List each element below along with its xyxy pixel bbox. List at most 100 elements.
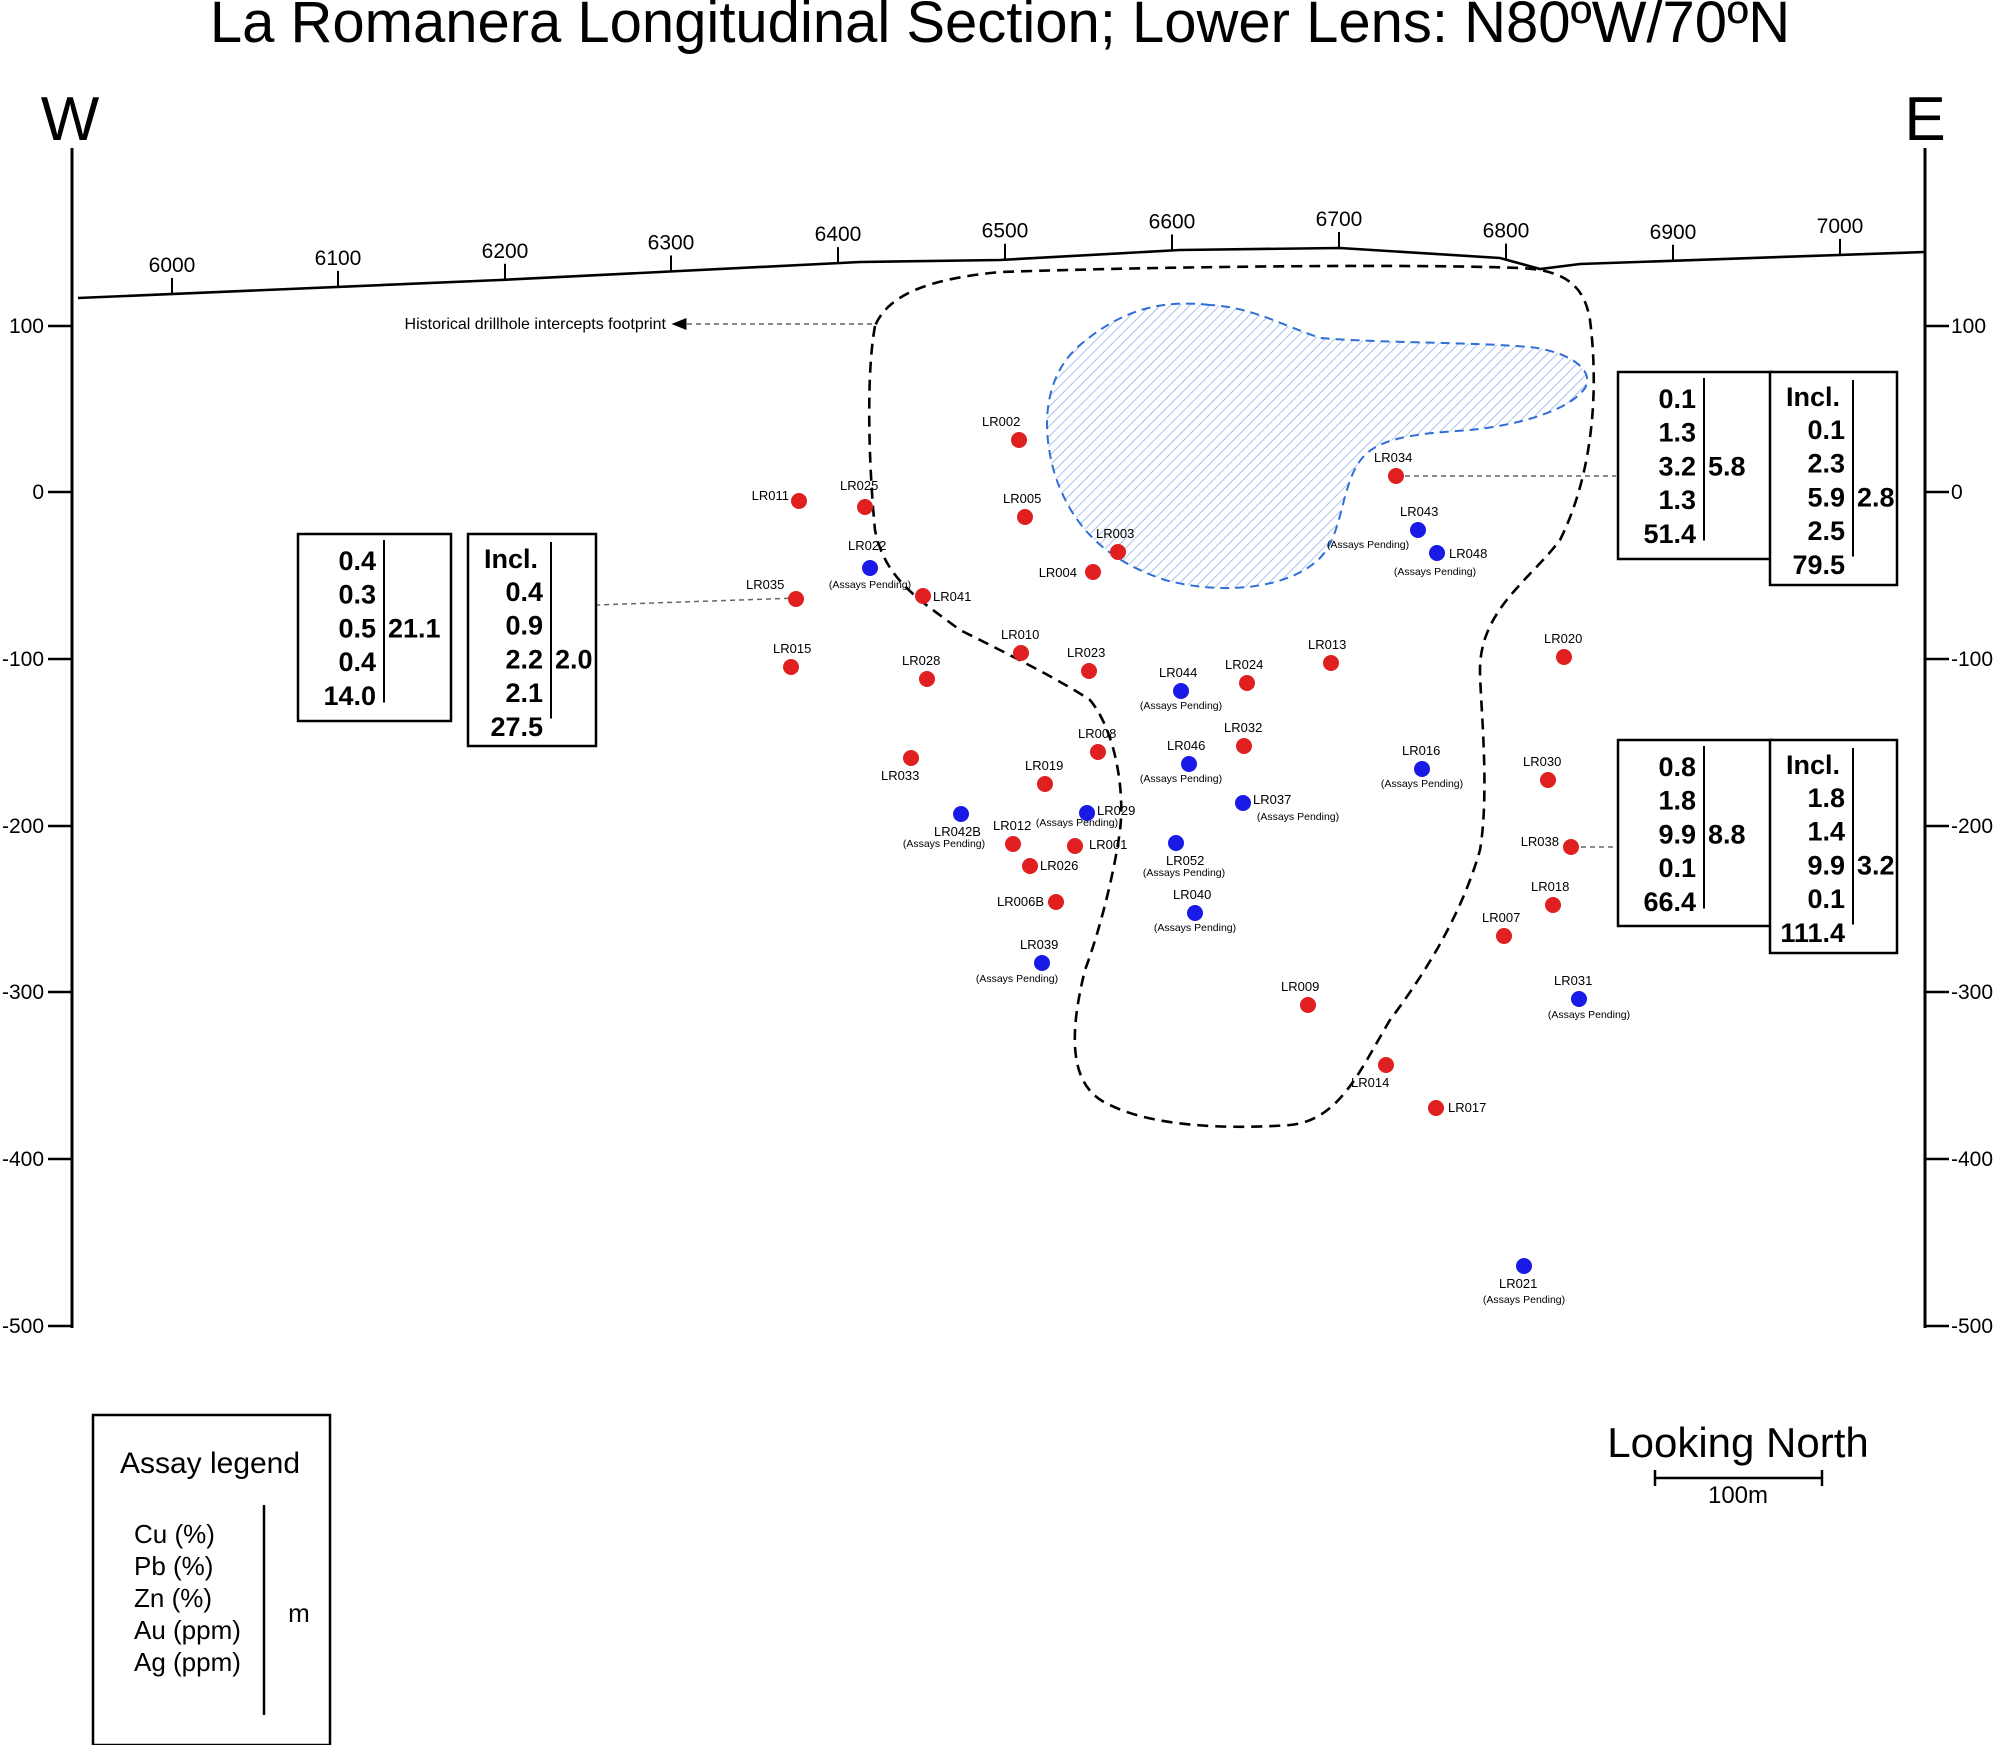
drillhole-label: LR041	[933, 589, 971, 604]
drillhole-lr029: LR029(Assays Pending)	[1036, 803, 1135, 829]
drillhole-label: LR009	[1281, 979, 1319, 994]
drillhole-label: LR005	[1003, 491, 1041, 506]
assay-value: 0.1	[1807, 415, 1845, 445]
assay-value: 111.4	[1780, 918, 1845, 948]
assay-leader-lines	[595, 475, 1616, 848]
assay-value: 66.4	[1643, 887, 1696, 917]
drillhole-lr006b: LR006B	[997, 894, 1064, 910]
assay-value: 14.0	[323, 681, 376, 711]
drillhole-lr004: LR004	[1039, 564, 1101, 580]
west-elevation-tick-label: -400	[2, 1148, 44, 1171]
legend-item-au: Au (ppm)	[134, 1615, 241, 1645]
assays-pending-note: (Assays Pending)	[1483, 1294, 1565, 1306]
assay-box-lr034: 0.11.33.21.351.45.8	[1616, 370, 1774, 561]
hatched-zone	[1046, 302, 1588, 590]
assay-value: 5.9	[1807, 482, 1845, 512]
drillhole-marker	[1011, 432, 1027, 448]
drillhole-label: LR010	[1001, 627, 1039, 642]
assay-value: 1.4	[1807, 817, 1845, 847]
assay-value: 9.9	[1658, 819, 1696, 849]
drillhole-lr023: LR023	[1067, 645, 1105, 679]
historical-footprint-outline	[867, 264, 1596, 1129]
assays-pending-note: (Assays Pending)	[1327, 539, 1409, 551]
easting-tick-label: 6400	[815, 223, 862, 246]
assay-value: 0.1	[1658, 853, 1696, 883]
assay-value: 1.3	[1658, 485, 1696, 515]
assay-value: 3.2	[1658, 451, 1696, 481]
scale-bar: Looking North 100m	[1607, 1419, 1869, 1509]
easting-tick-label: 7000	[1817, 215, 1864, 238]
assays-pending-note: (Assays Pending)	[1154, 922, 1236, 934]
drillhole-label: LR008	[1078, 726, 1116, 741]
drillhole-marker	[1013, 645, 1029, 661]
drillhole-marker	[1378, 1057, 1394, 1073]
drillhole-label: LR031	[1554, 973, 1592, 988]
legend-item-pb: Pb (%)	[134, 1551, 213, 1581]
drillhole-label: LR023	[1067, 645, 1105, 660]
intercept-length: 2.0	[555, 644, 593, 674]
drillhole-marker	[1110, 544, 1126, 560]
drillhole-label: LR038	[1521, 834, 1559, 849]
east-elevation-tick-label: -400	[1951, 1148, 1993, 1171]
west-elevation-tick-label: -300	[2, 981, 44, 1004]
drillhole-lr028: LR028	[902, 653, 940, 687]
assays-pending-note: (Assays Pending)	[976, 973, 1058, 985]
drillhole-label: LR003	[1096, 526, 1134, 541]
drillhole-lr009: LR009	[1281, 979, 1319, 1013]
drillhole-lr032: LR032	[1224, 720, 1262, 754]
drillhole-lr012: LR012	[993, 818, 1031, 852]
assay-box-lr034-incl: Incl.0.12.35.92.579.52.8	[1768, 370, 1899, 587]
drillhole-marker	[857, 499, 873, 515]
drillhole-marker	[1067, 838, 1083, 854]
drillhole-label: LR034	[1374, 450, 1412, 465]
easting-tick-label: 6000	[149, 254, 196, 277]
assay-value: 1.8	[1658, 786, 1696, 816]
easting-tick-label: 6600	[1149, 210, 1196, 233]
assay-value: 0.4	[338, 546, 376, 576]
drillhole-lr007: LR007	[1482, 910, 1520, 944]
east-elevation-tick-label: -300	[1951, 981, 1993, 1004]
drillhole-marker	[1516, 1258, 1532, 1274]
drillhole-label: LR024	[1225, 657, 1263, 672]
drillhole-lr017: LR017	[1428, 1100, 1486, 1116]
drillhole-marker	[1429, 545, 1445, 561]
assay-value: 2.5	[1807, 516, 1845, 546]
west-label: W	[41, 85, 100, 154]
drillhole-lr033: LR033	[881, 750, 919, 783]
drillhole-marker	[1540, 772, 1556, 788]
assay-value: 9.9	[1807, 850, 1845, 880]
drillhole-label: LR032	[1224, 720, 1262, 735]
drillhole-lr019: LR019	[1025, 758, 1063, 792]
drillhole-label: LR033	[881, 768, 919, 783]
drillhole-label: LR044	[1159, 665, 1197, 680]
assays-pending-note: (Assays Pending)	[829, 579, 911, 591]
drillhole-marker	[1022, 858, 1038, 874]
legend-item-zn: Zn (%)	[134, 1583, 212, 1613]
assay-legend: Assay legend Cu (%) Pb (%) Zn (%) Au (pp…	[91, 1413, 332, 1747]
drillhole-marker	[1037, 776, 1053, 792]
legend-item-cu: Cu (%)	[134, 1519, 215, 1549]
drillhole-lr025: LR025	[840, 478, 878, 515]
drillhole-marker	[1428, 1100, 1444, 1116]
intercept-length: 2.8	[1857, 482, 1895, 512]
west-elevation-tick-label: -500	[2, 1315, 44, 1338]
drillhole-marker	[791, 493, 807, 509]
legend-item-ag: Ag (ppm)	[134, 1647, 241, 1677]
drillhole-marker	[1181, 756, 1197, 772]
easting-tick-label: 6700	[1316, 208, 1363, 231]
assay-value: 0.1	[1807, 884, 1845, 914]
drillhole-marker	[1571, 991, 1587, 1007]
drillhole-marker	[1239, 675, 1255, 691]
drillhole-lr039: LR039 (Assays Pending)	[976, 937, 1058, 985]
drillhole-label: LR019	[1025, 758, 1063, 773]
drillhole-label: LR039	[1020, 937, 1058, 952]
assays-pending-note: (Assays Pending)	[1140, 773, 1222, 785]
drillhole-label: LR001	[1089, 837, 1127, 852]
assays-pending-note: (Assays Pending)	[1257, 811, 1339, 823]
legend-length-unit: m	[288, 1598, 310, 1628]
easting-tick-label: 6300	[648, 231, 695, 254]
drillhole-label: LR018	[1531, 879, 1569, 894]
drillhole-marker	[953, 806, 969, 822]
